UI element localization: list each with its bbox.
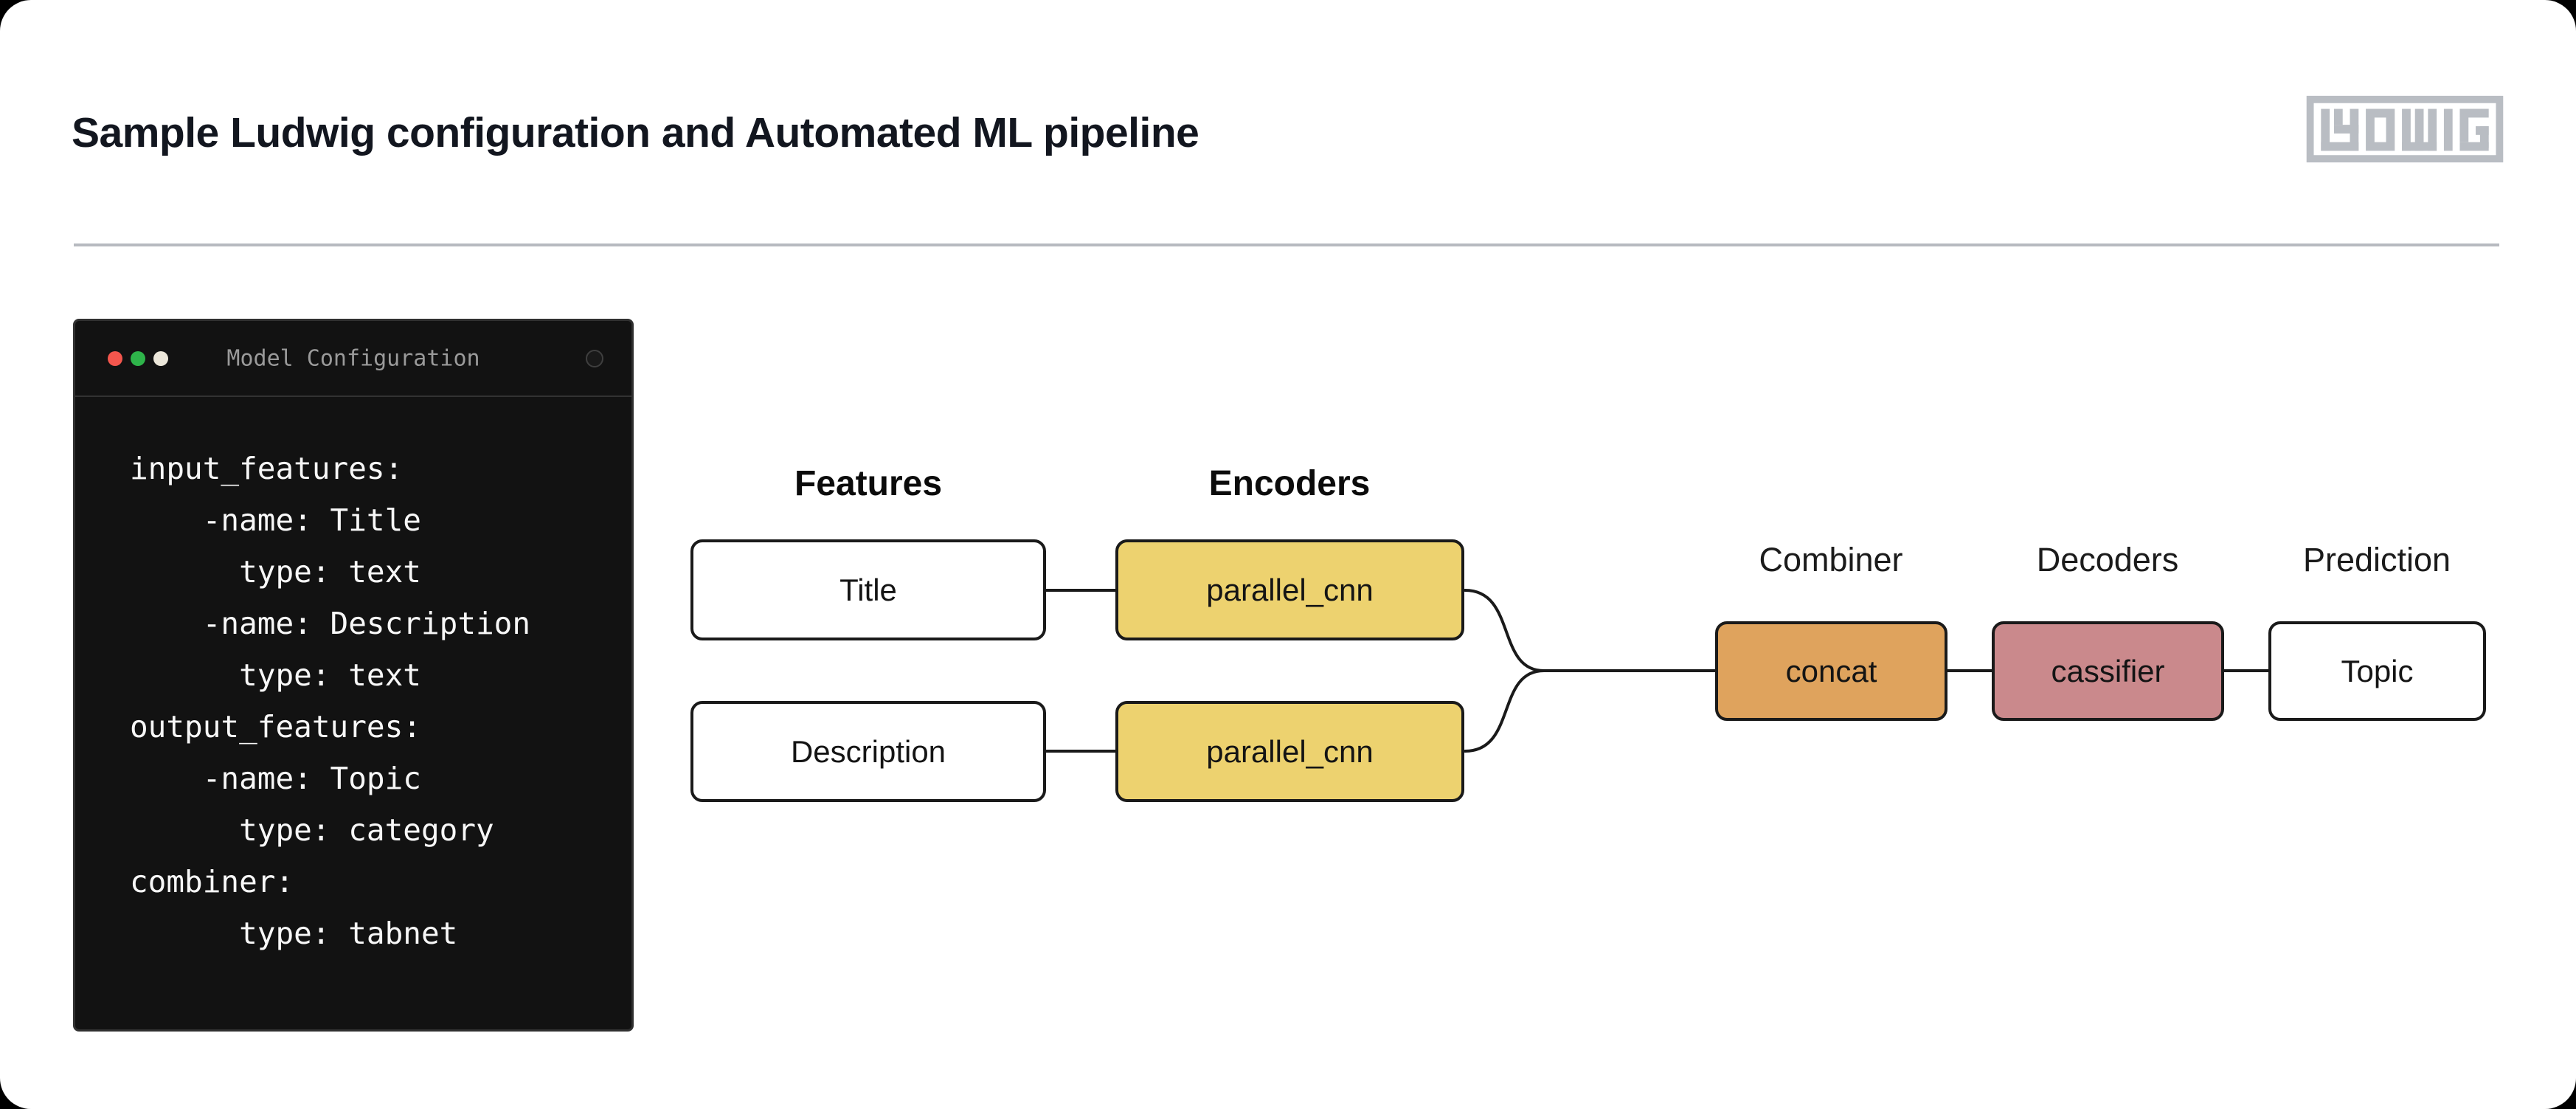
terminal-title: Model Configuration (226, 345, 480, 371)
traffic-light (108, 350, 122, 366)
traffic-lights (108, 350, 168, 366)
encoder-node-title: parallel_cnn (1115, 539, 1464, 640)
feature-node-description: Description (690, 701, 1046, 802)
terminal-menu-dot-icon (586, 349, 603, 367)
connector-merge-bottom (1464, 669, 1545, 753)
terminal-code: input_features: -name: Title type: text … (130, 451, 531, 951)
decoder-node: cassifier (1992, 621, 2224, 721)
combiner-node: concat (1715, 621, 1947, 721)
feature-node-title: Title (690, 539, 1046, 640)
terminal-window: Model Configuration input_features: -nam… (73, 319, 634, 1032)
header-divider (74, 243, 2499, 246)
page-title: Sample Ludwig configuration and Automate… (72, 109, 1199, 156)
encoders-header: Encoders (1208, 464, 1371, 503)
terminal-titlebar: Model Configuration (75, 321, 631, 397)
features-header: Features (794, 464, 943, 503)
traffic-light (131, 350, 145, 366)
traffic-light (153, 350, 168, 366)
decoders-header: Decoders (2036, 541, 2179, 578)
ludwig-logo (2306, 95, 2504, 163)
combiner-header: Combiner (1759, 541, 1903, 578)
prediction-header: Prediction (2302, 541, 2451, 578)
prediction-node: Topic (2268, 621, 2486, 721)
connector-merge-top (1464, 589, 1545, 672)
encoder-node-description: parallel_cnn (1115, 701, 1464, 802)
